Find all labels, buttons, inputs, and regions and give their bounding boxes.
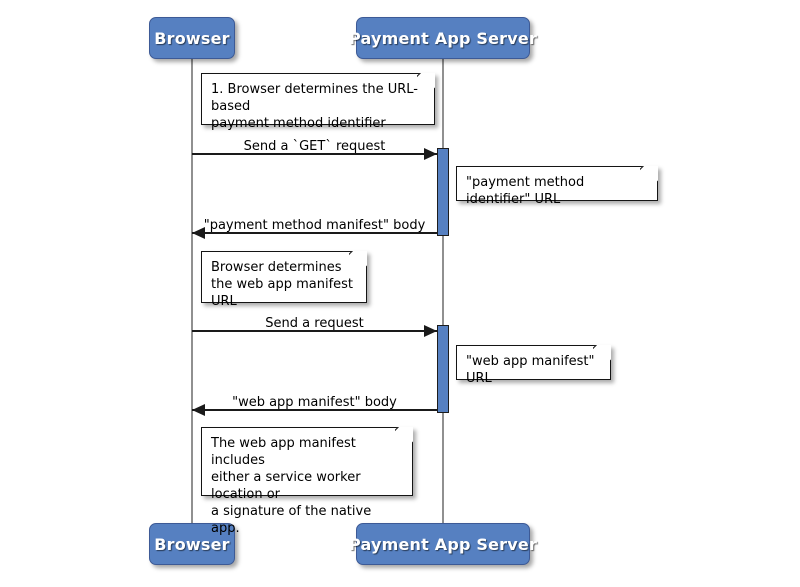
note-web-app-manifest-includes: The web app manifest includes either a s…	[201, 427, 413, 536]
note-web-app-manifest-url: "web app manifest" URL	[456, 345, 611, 386]
activation-bar-server-2	[437, 325, 449, 413]
message-send-get-request-line	[192, 153, 437, 155]
message-payment-method-manifest-body-label: "payment method manifest" body	[203, 218, 426, 233]
lifeline-payment-app-server	[442, 58, 444, 524]
participant-browser-bottom[interactable]: Browser	[149, 523, 235, 565]
note-browser-determines-identifier: 1. Browser determines the URL-based paym…	[201, 73, 435, 131]
note-payment-method-identifier-url: "payment method identifier" URL	[456, 166, 658, 207]
note-browser-determines-manifest-url-text: Browser determines the web app manifest …	[211, 260, 354, 309]
lifeline-browser	[191, 58, 193, 524]
message-send-a-request-line	[192, 330, 437, 332]
participant-browser-bottom-label: Browser	[154, 534, 230, 554]
participant-payment-app-server-top[interactable]: Payment App Server	[349, 17, 537, 59]
message-payment-method-manifest-body-arrowhead	[192, 227, 205, 239]
message-send-a-request-arrowhead	[424, 325, 437, 337]
note-payment-method-identifier-url-text: "payment method identifier" URL	[466, 175, 585, 207]
message-send-get-request-label: Send a `GET` request	[243, 139, 386, 154]
note-browser-determines-manifest-url: Browser determines the web app manifest …	[201, 251, 367, 309]
note-web-app-manifest-includes-text: The web app manifest includes either a s…	[211, 436, 372, 536]
participant-browser-top[interactable]: Browser	[149, 17, 235, 59]
message-web-app-manifest-body-line	[192, 409, 437, 411]
message-payment-method-manifest-body-line	[192, 232, 437, 234]
participant-payment-app-server-top-label: Payment App Server	[348, 28, 538, 48]
message-web-app-manifest-body-arrowhead	[192, 404, 205, 416]
message-send-a-request-label: Send a request	[265, 316, 364, 331]
participant-payment-app-server-bottom-label: Payment App Server	[348, 534, 538, 554]
message-web-app-manifest-body-label: "web app manifest" body	[232, 395, 397, 410]
message-send-get-request-arrowhead	[424, 148, 437, 160]
note-browser-determines-identifier-text: 1. Browser determines the URL-based paym…	[211, 82, 418, 131]
participant-browser-top-label: Browser	[154, 28, 230, 48]
participant-payment-app-server-bottom[interactable]: Payment App Server	[349, 523, 537, 565]
activation-bar-server-1	[437, 148, 449, 236]
note-web-app-manifest-url-text: "web app manifest" URL	[466, 354, 595, 386]
